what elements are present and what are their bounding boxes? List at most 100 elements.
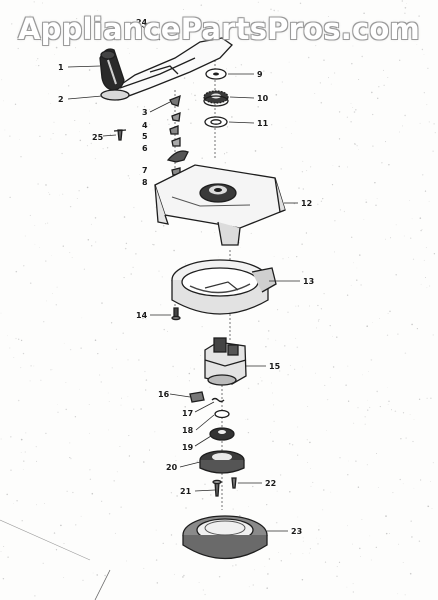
speckle-dot [69, 457, 71, 459]
speckle-dot [161, 276, 163, 278]
speckle-dot [351, 62, 353, 65]
speckle-dot [184, 406, 186, 408]
speckle-dot [134, 33, 136, 35]
speckle-dot [47, 222, 49, 224]
speckle-dot [108, 401, 110, 402]
speckle-dot [280, 168, 282, 170]
speckle-dot [72, 491, 74, 494]
speckle-dot [154, 431, 156, 433]
speckle-dot [365, 199, 367, 201]
speckle-dot [168, 123, 170, 125]
speckle-dot [328, 77, 329, 79]
speckle-dot [88, 69, 91, 71]
speckle-dot [299, 2, 302, 5]
speckle-dot [296, 255, 298, 258]
speckle-dot [192, 82, 195, 84]
speckle-dot [20, 339, 23, 342]
callout-5: 5 [142, 132, 148, 141]
speckle-dot [209, 386, 211, 388]
speckle-dot [30, 365, 32, 367]
speckle-dot [295, 120, 297, 122]
speckle-dot [317, 304, 319, 307]
speckle-dot [291, 444, 294, 446]
callout-labels: 1 2 3 4 5 6 7 8 9 10 11 12 13 14 15 16 1… [58, 18, 314, 536]
speckle-dot [427, 505, 430, 508]
speckle-dot [62, 193, 64, 195]
speckle-dot [119, 445, 121, 447]
speckle-dot [29, 282, 32, 284]
speckle-dot [320, 200, 323, 202]
speckle-dot [289, 491, 291, 493]
speckle-dot [38, 64, 40, 67]
speckle-dot [356, 279, 358, 281]
speckle-dot [226, 151, 228, 154]
speckle-dot [374, 181, 376, 184]
speckle-dot [338, 138, 341, 140]
speckle-dot [245, 419, 247, 420]
speckle-dot [409, 200, 411, 201]
speckle-dot [47, 22, 50, 24]
speckle-dot [40, 39, 42, 42]
speckle-dot [352, 591, 354, 593]
speckle-dot [81, 317, 83, 319]
speckle-dot [231, 116, 233, 118]
speckle-dot [411, 323, 413, 326]
speckle-dot [33, 365, 35, 367]
speckle-dot [74, 416, 77, 418]
speckle-dot [310, 166, 312, 168]
speckle-dot [116, 471, 118, 473]
speckle-dot [379, 406, 381, 408]
part-gear-19 [209, 427, 235, 441]
speckle-dot [252, 485, 254, 488]
speckle-dot [88, 20, 90, 21]
speckle-dot [416, 44, 418, 45]
speckle-dot [317, 203, 319, 206]
callout-3: 3 [142, 108, 148, 117]
speckle-dot [63, 543, 65, 544]
speckle-dot [359, 547, 361, 550]
speckle-dot [185, 426, 187, 428]
speckle-dot [404, 594, 406, 596]
speckle-dot [92, 572, 94, 574]
speckle-dot [211, 30, 212, 32]
speckle-dot [399, 59, 401, 61]
speckle-dot [339, 457, 341, 459]
speckle-dot [270, 432, 271, 433]
speckle-dot [364, 416, 366, 418]
speckle-dot [418, 15, 420, 17]
callout-21: 21 [180, 487, 192, 496]
speckle-dot [86, 186, 89, 189]
speckle-dot [364, 423, 366, 425]
speckle-dot [240, 247, 241, 248]
speckle-dot [387, 403, 389, 405]
speckle-dot [24, 235, 26, 237]
speckle-dot [12, 503, 14, 505]
speckle-dot [48, 93, 49, 95]
speckle-dot [272, 440, 274, 443]
speckle-dot [120, 506, 122, 508]
callout-25: 25 [92, 133, 104, 142]
speckle-dot [3, 546, 5, 548]
speckle-dot [78, 131, 80, 133]
speckle-dot [302, 188, 304, 190]
speckle-dot [40, 379, 42, 381]
speckle-dot [17, 399, 20, 402]
speckle-dot [183, 574, 185, 577]
speckle-dot [404, 114, 406, 117]
speckle-dot [188, 380, 190, 382]
speckle-dot [345, 384, 347, 386]
speckle-dot [91, 492, 94, 495]
part-small-hardware [166, 94, 189, 176]
speckle-dot [387, 312, 389, 314]
speckle-dot [372, 322, 373, 323]
speckle-dot [273, 404, 275, 406]
speckle-dot [290, 553, 292, 555]
speckle-dot [145, 318, 147, 320]
speckle-dot [434, 131, 436, 134]
speckle-dot [127, 359, 129, 361]
speckle-dot [152, 189, 154, 191]
speckle-dot [404, 7, 407, 9]
speckle-dot [43, 321, 45, 323]
speckle-dot [155, 559, 158, 561]
speckle-dot [348, 460, 349, 462]
